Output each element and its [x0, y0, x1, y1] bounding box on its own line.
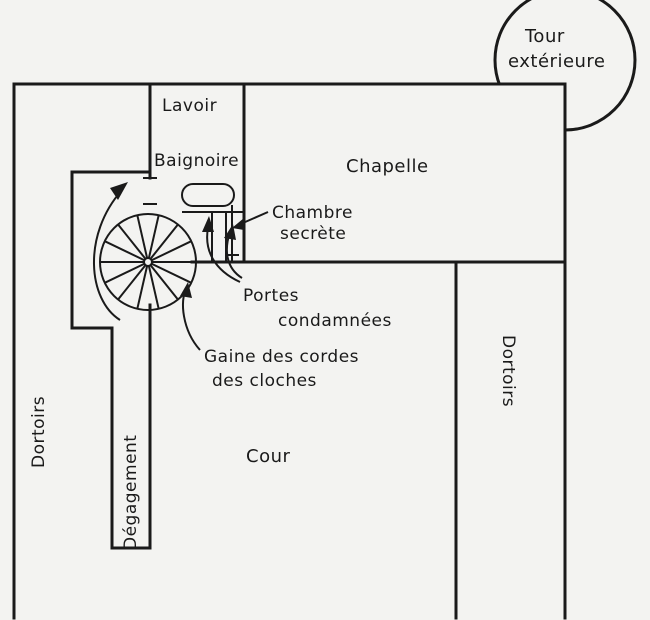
label-baignoire: Baignoire — [154, 151, 239, 171]
arrow-gaine — [181, 289, 201, 351]
arrow-portes-1 — [206, 227, 241, 283]
lavoir-walls — [148, 82, 246, 264]
label-degagement: Dégagement — [121, 435, 141, 550]
spiral-staircase — [99, 213, 197, 311]
stair-step — [104, 262, 145, 284]
label-chambre: Chambre — [272, 203, 353, 223]
stair-enclosure — [70, 170, 152, 550]
stair-step — [117, 264, 147, 301]
circulation-arrow — [93, 189, 123, 321]
label-portes-line2: condamnées — [278, 311, 392, 331]
arrowhead-portes-1 — [202, 216, 214, 232]
stair-step — [151, 240, 192, 262]
label-cour: Cour — [246, 446, 290, 467]
label-gaine: Gaine des cordes — [204, 347, 359, 367]
wall-tick — [143, 177, 157, 205]
arrowhead-gaine — [180, 282, 192, 298]
arrowhead-portes-2 — [224, 224, 236, 240]
stair-step — [104, 240, 145, 262]
label-dortoirs-left: Dortoirs — [29, 396, 49, 468]
stair-step — [149, 264, 179, 301]
arrowhead-chambre — [232, 218, 244, 230]
label-chapelle: Chapelle — [346, 156, 429, 177]
outer-wall — [12, 82, 567, 620]
stair-step — [136, 265, 149, 310]
stair-step — [147, 265, 160, 310]
label-chambre-line2: secrète — [280, 224, 346, 244]
stair-step — [149, 223, 179, 260]
label-tour: Tour — [524, 26, 565, 47]
stair-step — [117, 223, 147, 260]
label-dortoirs-right: Dortoirs — [498, 335, 518, 407]
label-tour-line2: extérieure — [508, 51, 606, 72]
bathtub — [181, 183, 235, 207]
label-lavoir: Lavoir — [162, 96, 217, 116]
arrowhead-circulation — [110, 182, 128, 200]
label-gaine-line2: des cloches — [212, 371, 317, 391]
stair-step — [151, 262, 192, 284]
tower-mask — [495, 85, 565, 165]
label-portes: Portes — [243, 286, 299, 306]
stair-step — [147, 214, 160, 259]
stair-step — [136, 214, 149, 259]
